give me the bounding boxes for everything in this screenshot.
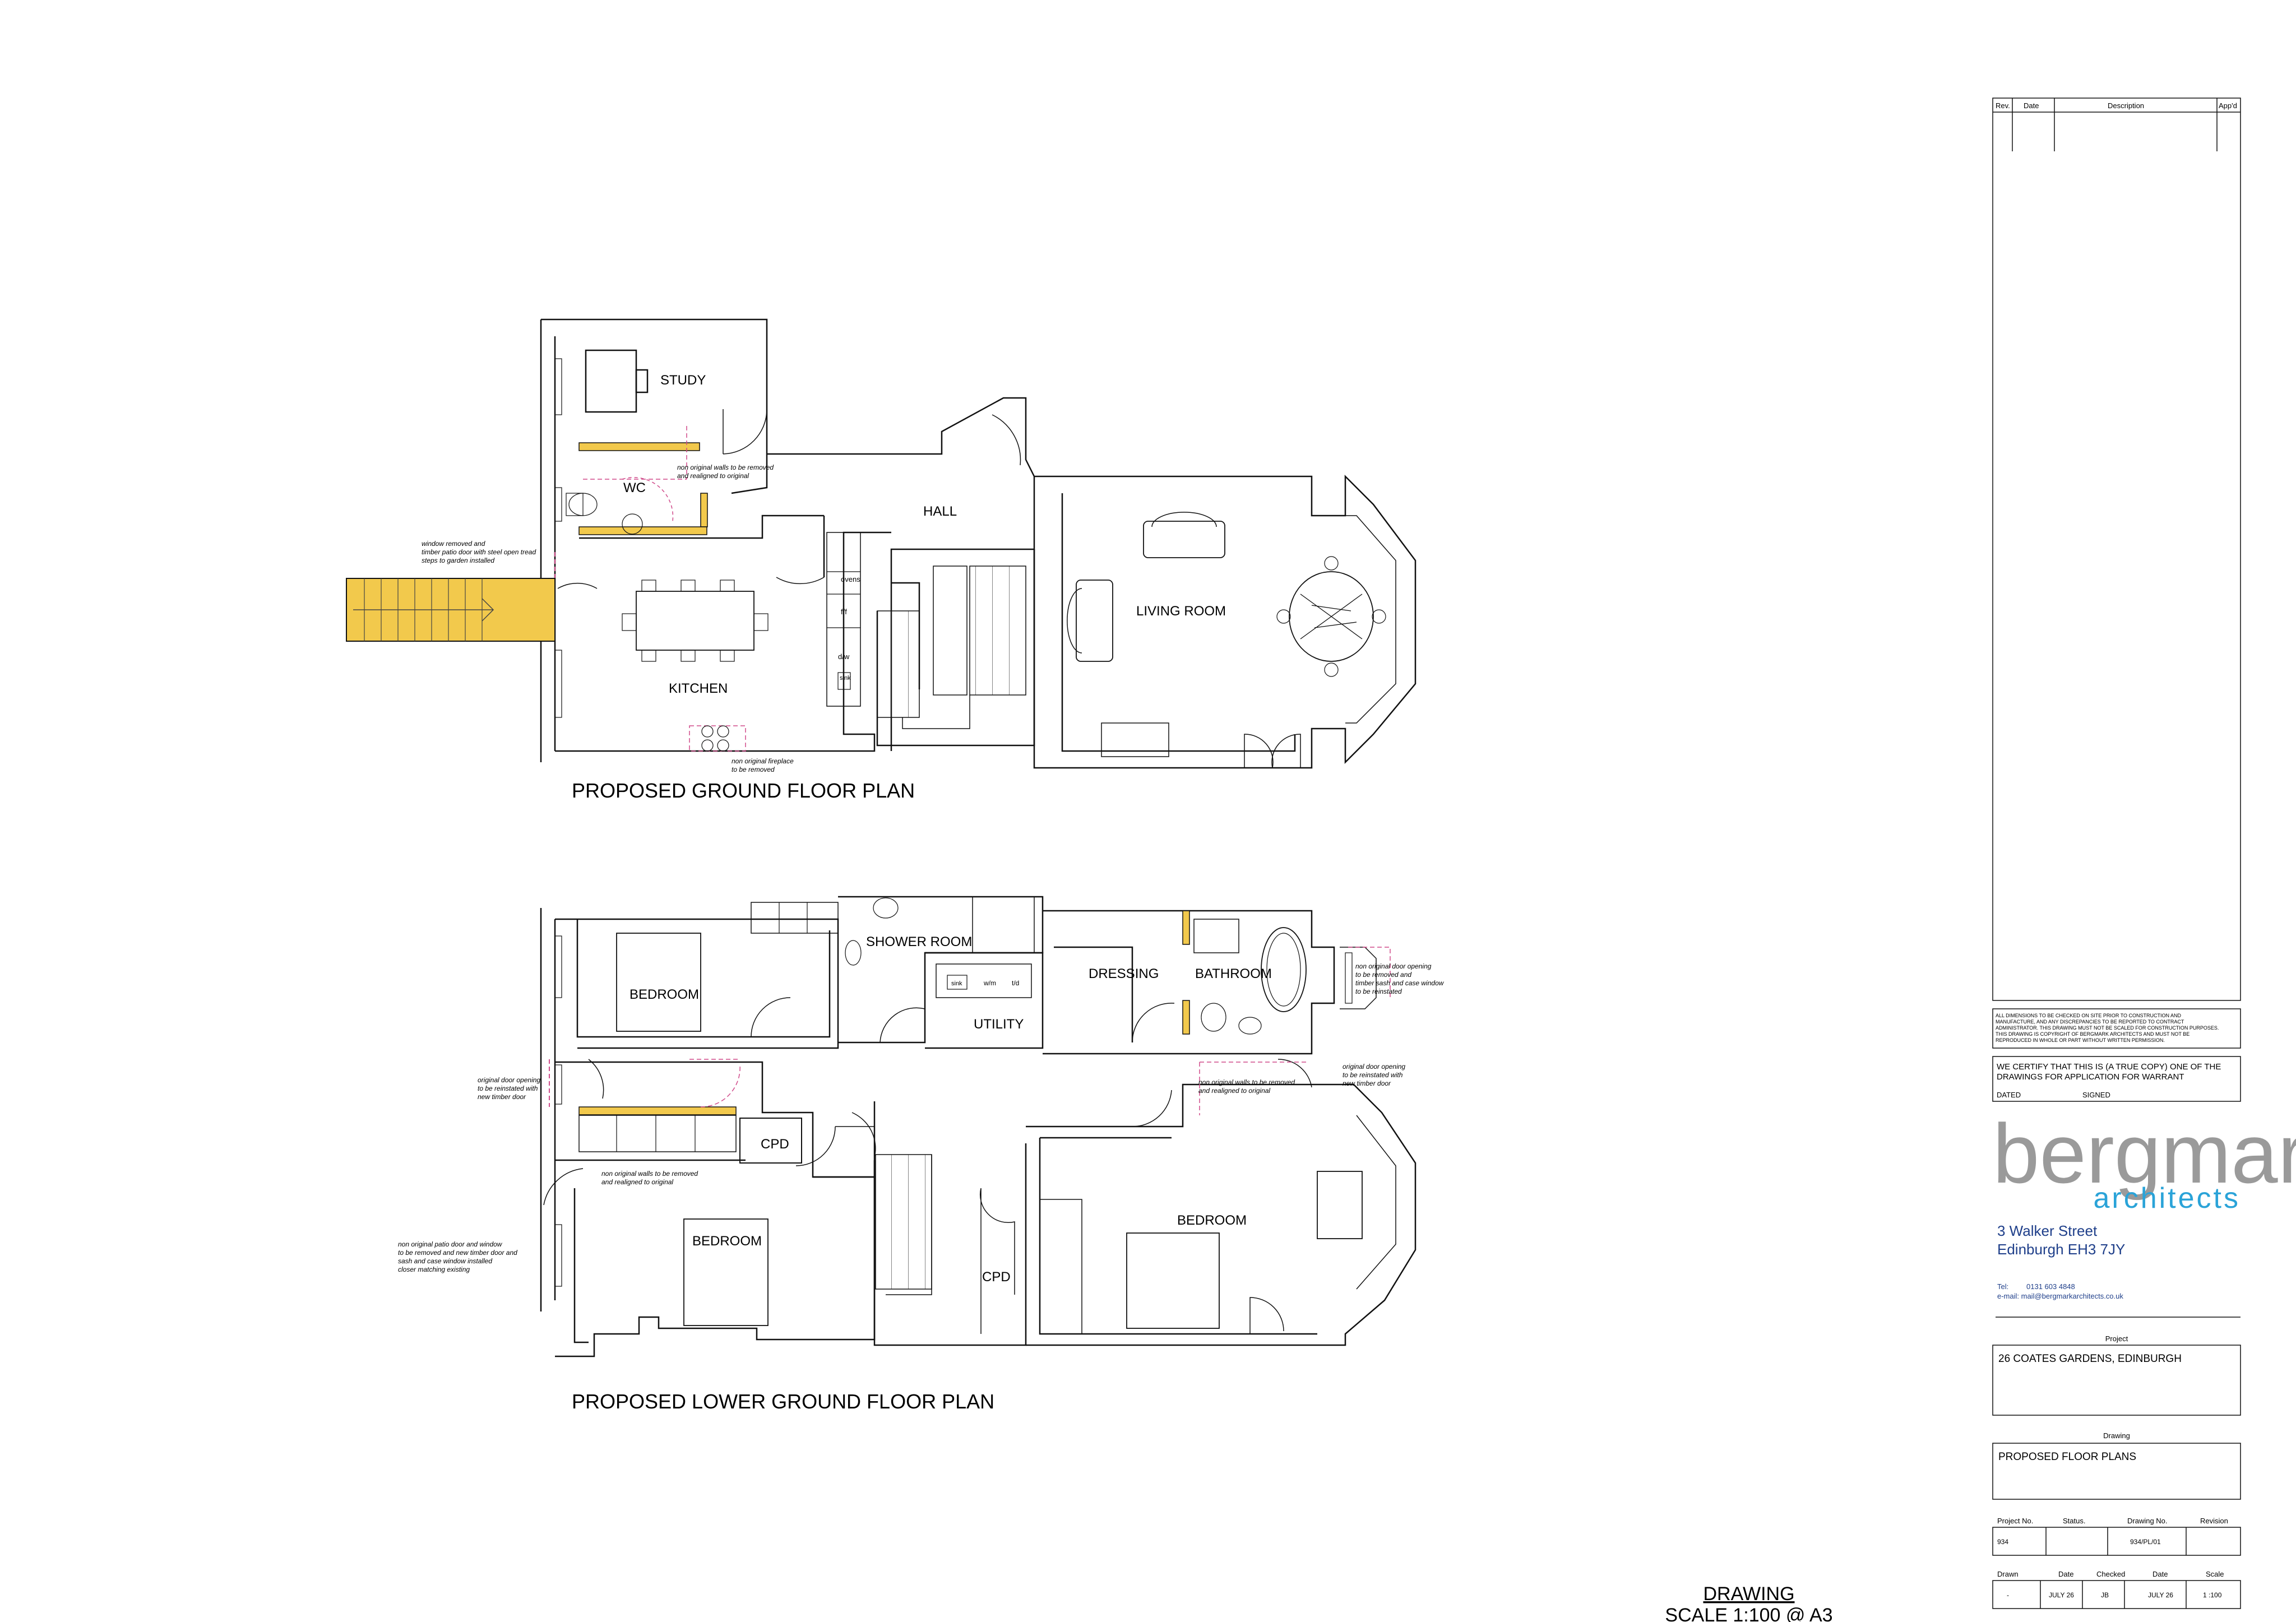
status-header: Status. bbox=[2063, 1517, 2085, 1525]
note-walls-left-line2: and realigned to original bbox=[601, 1178, 673, 1186]
address-line1: 3 Walker Street bbox=[1997, 1222, 2098, 1239]
certify-dated: DATED bbox=[1997, 1091, 2021, 1099]
note-walls-left-line1: non original walls to be removed bbox=[601, 1170, 698, 1178]
note-patio-line4: closer matching existing bbox=[398, 1266, 470, 1273]
rev-date-header: Date bbox=[2024, 101, 2039, 110]
note-left-line1: original door opening bbox=[478, 1076, 540, 1084]
note-walls-mid-line2: and realigned to original bbox=[1198, 1087, 1270, 1095]
date-value: JULY 26 bbox=[2049, 1591, 2074, 1599]
note-fireplace-line2: to be removed bbox=[732, 766, 775, 773]
drawing-no-value: 934/PL/01 bbox=[2130, 1538, 2161, 1546]
rev-appd-header: App'd bbox=[2219, 101, 2237, 110]
drawing-text: STUDY WC HALL LIVING ROOM KITCHEN ovens … bbox=[398, 101, 2296, 1622]
lower-floor-title: PROPOSED LOWER GROUND FLOOR PLAN bbox=[572, 1390, 994, 1413]
note-mid-line3: new timber door bbox=[1343, 1079, 1391, 1087]
room-label-bedroom-1: BEDROOM bbox=[629, 987, 699, 1002]
room-label-utility: UTILITY bbox=[974, 1017, 1024, 1032]
disclaimer-line5: REPRODUCED IN WHOLE OR PART WITHOUT WRIT… bbox=[1996, 1037, 2165, 1043]
note-patio-line1: non original patio door and window bbox=[398, 1240, 503, 1248]
certify-line1: WE CERTIFY THAT THIS IS (A TRUE COPY) ON… bbox=[1997, 1062, 2221, 1072]
scale-header: Scale bbox=[2206, 1570, 2224, 1578]
note-mid-line1: original door opening bbox=[1343, 1063, 1405, 1070]
disclaimer-line1: ALL DIMENSIONS TO BE CHECKED ON SITE PRI… bbox=[1996, 1013, 2182, 1018]
disclaimer-line2: MANUFACTURE, AND ANY DISCREPANCIES TO BE… bbox=[1996, 1019, 2184, 1025]
room-label-cpd-1: CPD bbox=[761, 1137, 789, 1152]
room-label-bedroom-2: BEDROOM bbox=[692, 1234, 762, 1249]
note-fireplace-line1: non original fireplace bbox=[732, 757, 794, 765]
room-label-dressing: DRESSING bbox=[1089, 966, 1159, 981]
room-label-bedroom-3: BEDROOM bbox=[1177, 1213, 1247, 1228]
room-label-study: STUDY bbox=[660, 373, 706, 388]
address-line2: Edinburgh EH3 7JY bbox=[1997, 1241, 2125, 1258]
project-no-value: 934 bbox=[1997, 1538, 2008, 1546]
note-right-line3: timber sash and case window bbox=[1355, 979, 1445, 987]
drawn-value: - bbox=[2007, 1591, 2009, 1599]
note-right-line1: non original door opening bbox=[1355, 962, 1432, 970]
room-label-wc: WC bbox=[623, 480, 646, 495]
note-patio-line2: to be removed and new timber door and bbox=[398, 1249, 517, 1257]
drawing-value: PROPOSED FLOOR PLANS bbox=[1998, 1451, 2136, 1463]
logo-architects: architects bbox=[2093, 1182, 2241, 1215]
fixture-wm: w/m bbox=[983, 979, 996, 987]
note-mid-line2: to be reinstated with bbox=[1343, 1071, 1403, 1079]
project-label: Project bbox=[2105, 1334, 2128, 1343]
drawing-label: Drawing bbox=[2103, 1431, 2130, 1440]
checked-value: JB bbox=[2101, 1591, 2109, 1599]
certify-line2: DRAWINGS FOR APPLICATION FOR WARRANT bbox=[1997, 1072, 2184, 1082]
date2-value: JULY 26 bbox=[2148, 1591, 2173, 1599]
project-value: 26 COATES GARDENS, EDINBURGH bbox=[1998, 1353, 2182, 1365]
note-window-line3: steps to garden installed bbox=[422, 557, 494, 564]
fixture-td: t/d bbox=[1012, 979, 1019, 987]
note-right-line4: to be reinstated bbox=[1355, 988, 1402, 995]
room-label-kitchen: KITCHEN bbox=[669, 681, 728, 696]
logo-bergmark: bergmark bbox=[1993, 1106, 2296, 1201]
note-left-line2: to be reinstated with bbox=[478, 1085, 538, 1092]
fixture-sink-lower: sink bbox=[951, 980, 962, 987]
note-left-line3: new timber door bbox=[478, 1093, 526, 1101]
tel-label: Tel: bbox=[1997, 1282, 2008, 1291]
email-value: e-mail: mail@bergmarkarchitects.co.uk bbox=[1997, 1292, 2123, 1300]
checked-header: Checked bbox=[2096, 1570, 2125, 1578]
note-patio-line3: sash and case window installed bbox=[398, 1257, 492, 1265]
revision-header: Revision bbox=[2200, 1517, 2228, 1525]
scale-note-line1: DRAWING bbox=[1703, 1583, 1794, 1605]
rev-header: Rev. bbox=[1996, 101, 2010, 110]
disclaimer-line3: ADMINISTRATOR. THIS DRAWING MUST NOT BE … bbox=[1996, 1025, 2219, 1031]
fixture-ff: f/f bbox=[841, 608, 847, 616]
tel-value: 0131 603 4848 bbox=[2026, 1282, 2075, 1291]
note-window-line1: window removed and bbox=[422, 540, 485, 548]
project-no-header: Project No. bbox=[1997, 1517, 2033, 1525]
scale-note-line2: SCALE 1:100 @ A3 bbox=[1665, 1605, 1832, 1622]
note-right-line2: to be removed and bbox=[1355, 971, 1411, 979]
scale-value: 1 :100 bbox=[2203, 1591, 2222, 1599]
drawing-no-header: Drawing No. bbox=[2127, 1517, 2168, 1525]
drawn-header: Drawn bbox=[1997, 1570, 2019, 1578]
date2-header: Date bbox=[2152, 1570, 2168, 1578]
ground-floor-title: PROPOSED GROUND FLOOR PLAN bbox=[572, 779, 915, 802]
ground-floor-plan bbox=[540, 318, 1417, 769]
note-walls-mid-line1: non original walls to be removed bbox=[1198, 1078, 1295, 1086]
date-header: Date bbox=[2058, 1570, 2073, 1578]
title-block bbox=[1992, 98, 2241, 1609]
room-label-shower-room: SHOWER ROOM bbox=[866, 934, 972, 949]
fixture-dw: d/w bbox=[838, 652, 850, 661]
note-window-line2: timber patio door with steel open tread bbox=[422, 548, 536, 556]
room-label-cpd-2: CPD bbox=[982, 1269, 1011, 1285]
room-label-hall: HALL bbox=[923, 504, 957, 519]
fixture-sink: sink bbox=[840, 675, 851, 682]
disclaimer-line4: THIS DRAWING IS COPYRIGHT OF BERGMARK AR… bbox=[1996, 1031, 2189, 1037]
rev-description-header: Description bbox=[2108, 101, 2144, 110]
fixture-ovens: ovens bbox=[841, 575, 860, 583]
room-label-bathroom: BATHROOM bbox=[1195, 966, 1272, 981]
note-walls-line1: non original walls to be removed bbox=[677, 464, 774, 471]
garden-steps bbox=[346, 578, 556, 642]
room-label-living-room: LIVING ROOM bbox=[1136, 604, 1226, 619]
note-walls-line2: and realigned to original bbox=[677, 472, 749, 480]
lower-ground-floor-plan bbox=[540, 896, 1417, 1357]
certify-signed: SIGNED bbox=[2082, 1091, 2110, 1099]
